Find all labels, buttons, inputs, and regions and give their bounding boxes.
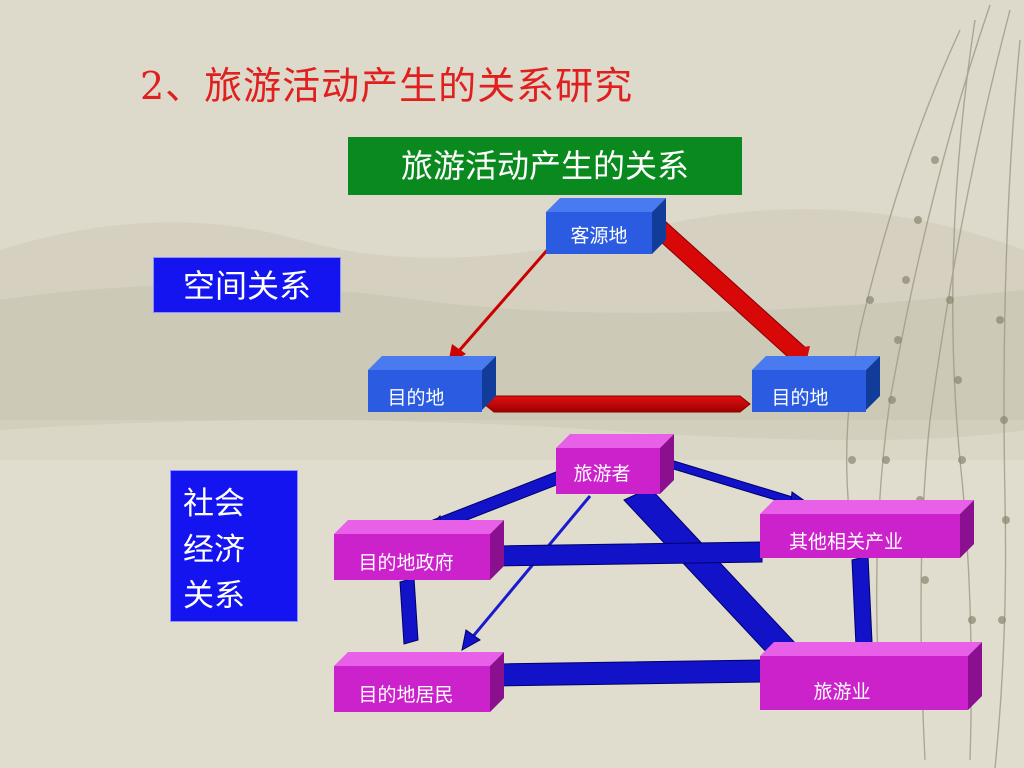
spatial-arrows <box>448 221 810 413</box>
relations-heading-box: 旅游活动产生的关系 <box>348 137 742 195</box>
socio-economic-relations-label: 社会 经济 关系 <box>170 470 298 622</box>
arrow-other-industries-tourism-industry <box>851 555 873 647</box>
node-other-industries <box>760 500 974 558</box>
arrow-tourist-to-residents <box>468 495 592 641</box>
arrow-source-to-left-destination <box>456 239 558 353</box>
source-region-label: 客源地 <box>570 225 628 247</box>
node-destination-left <box>368 356 496 412</box>
residents-label: 目的地居民 <box>358 684 454 706</box>
tourist-label: 旅游者 <box>573 463 631 485</box>
destination-left-label: 目的地 <box>387 387 445 409</box>
government-label: 目的地政府 <box>358 552 454 574</box>
socio-arrows <box>399 457 873 687</box>
arrow-source-to-right-destination <box>649 221 809 367</box>
slide-title: 2、旅游活动产生的关系研究 <box>140 64 634 108</box>
arrow-head-residents-from-tourist <box>461 629 481 651</box>
arrow-government-residents <box>399 577 419 645</box>
arrow-residents-tourism-industry <box>481 659 763 687</box>
socio-label-line-2: 经济 <box>183 532 245 568</box>
willow-branches <box>845 4 1021 768</box>
spatial-relations-label: 空间关系 <box>153 257 341 313</box>
arrow-government-other-industries <box>493 541 763 567</box>
node-residents <box>334 652 504 712</box>
node-source-region <box>546 198 666 254</box>
arrow-between-destinations <box>483 395 751 413</box>
tourism-industry-label: 旅游业 <box>813 681 871 703</box>
destination-right-label: 目的地 <box>771 387 829 409</box>
other-industries-label: 其他相关产业 <box>788 531 903 553</box>
node-tourism-industry <box>760 642 982 710</box>
socio-label-line-3: 关系 <box>183 578 245 614</box>
node-tourist <box>556 434 674 494</box>
node-government <box>334 520 504 580</box>
node-destination-right <box>752 356 880 412</box>
socio-label-line-1: 社会 <box>183 486 245 522</box>
